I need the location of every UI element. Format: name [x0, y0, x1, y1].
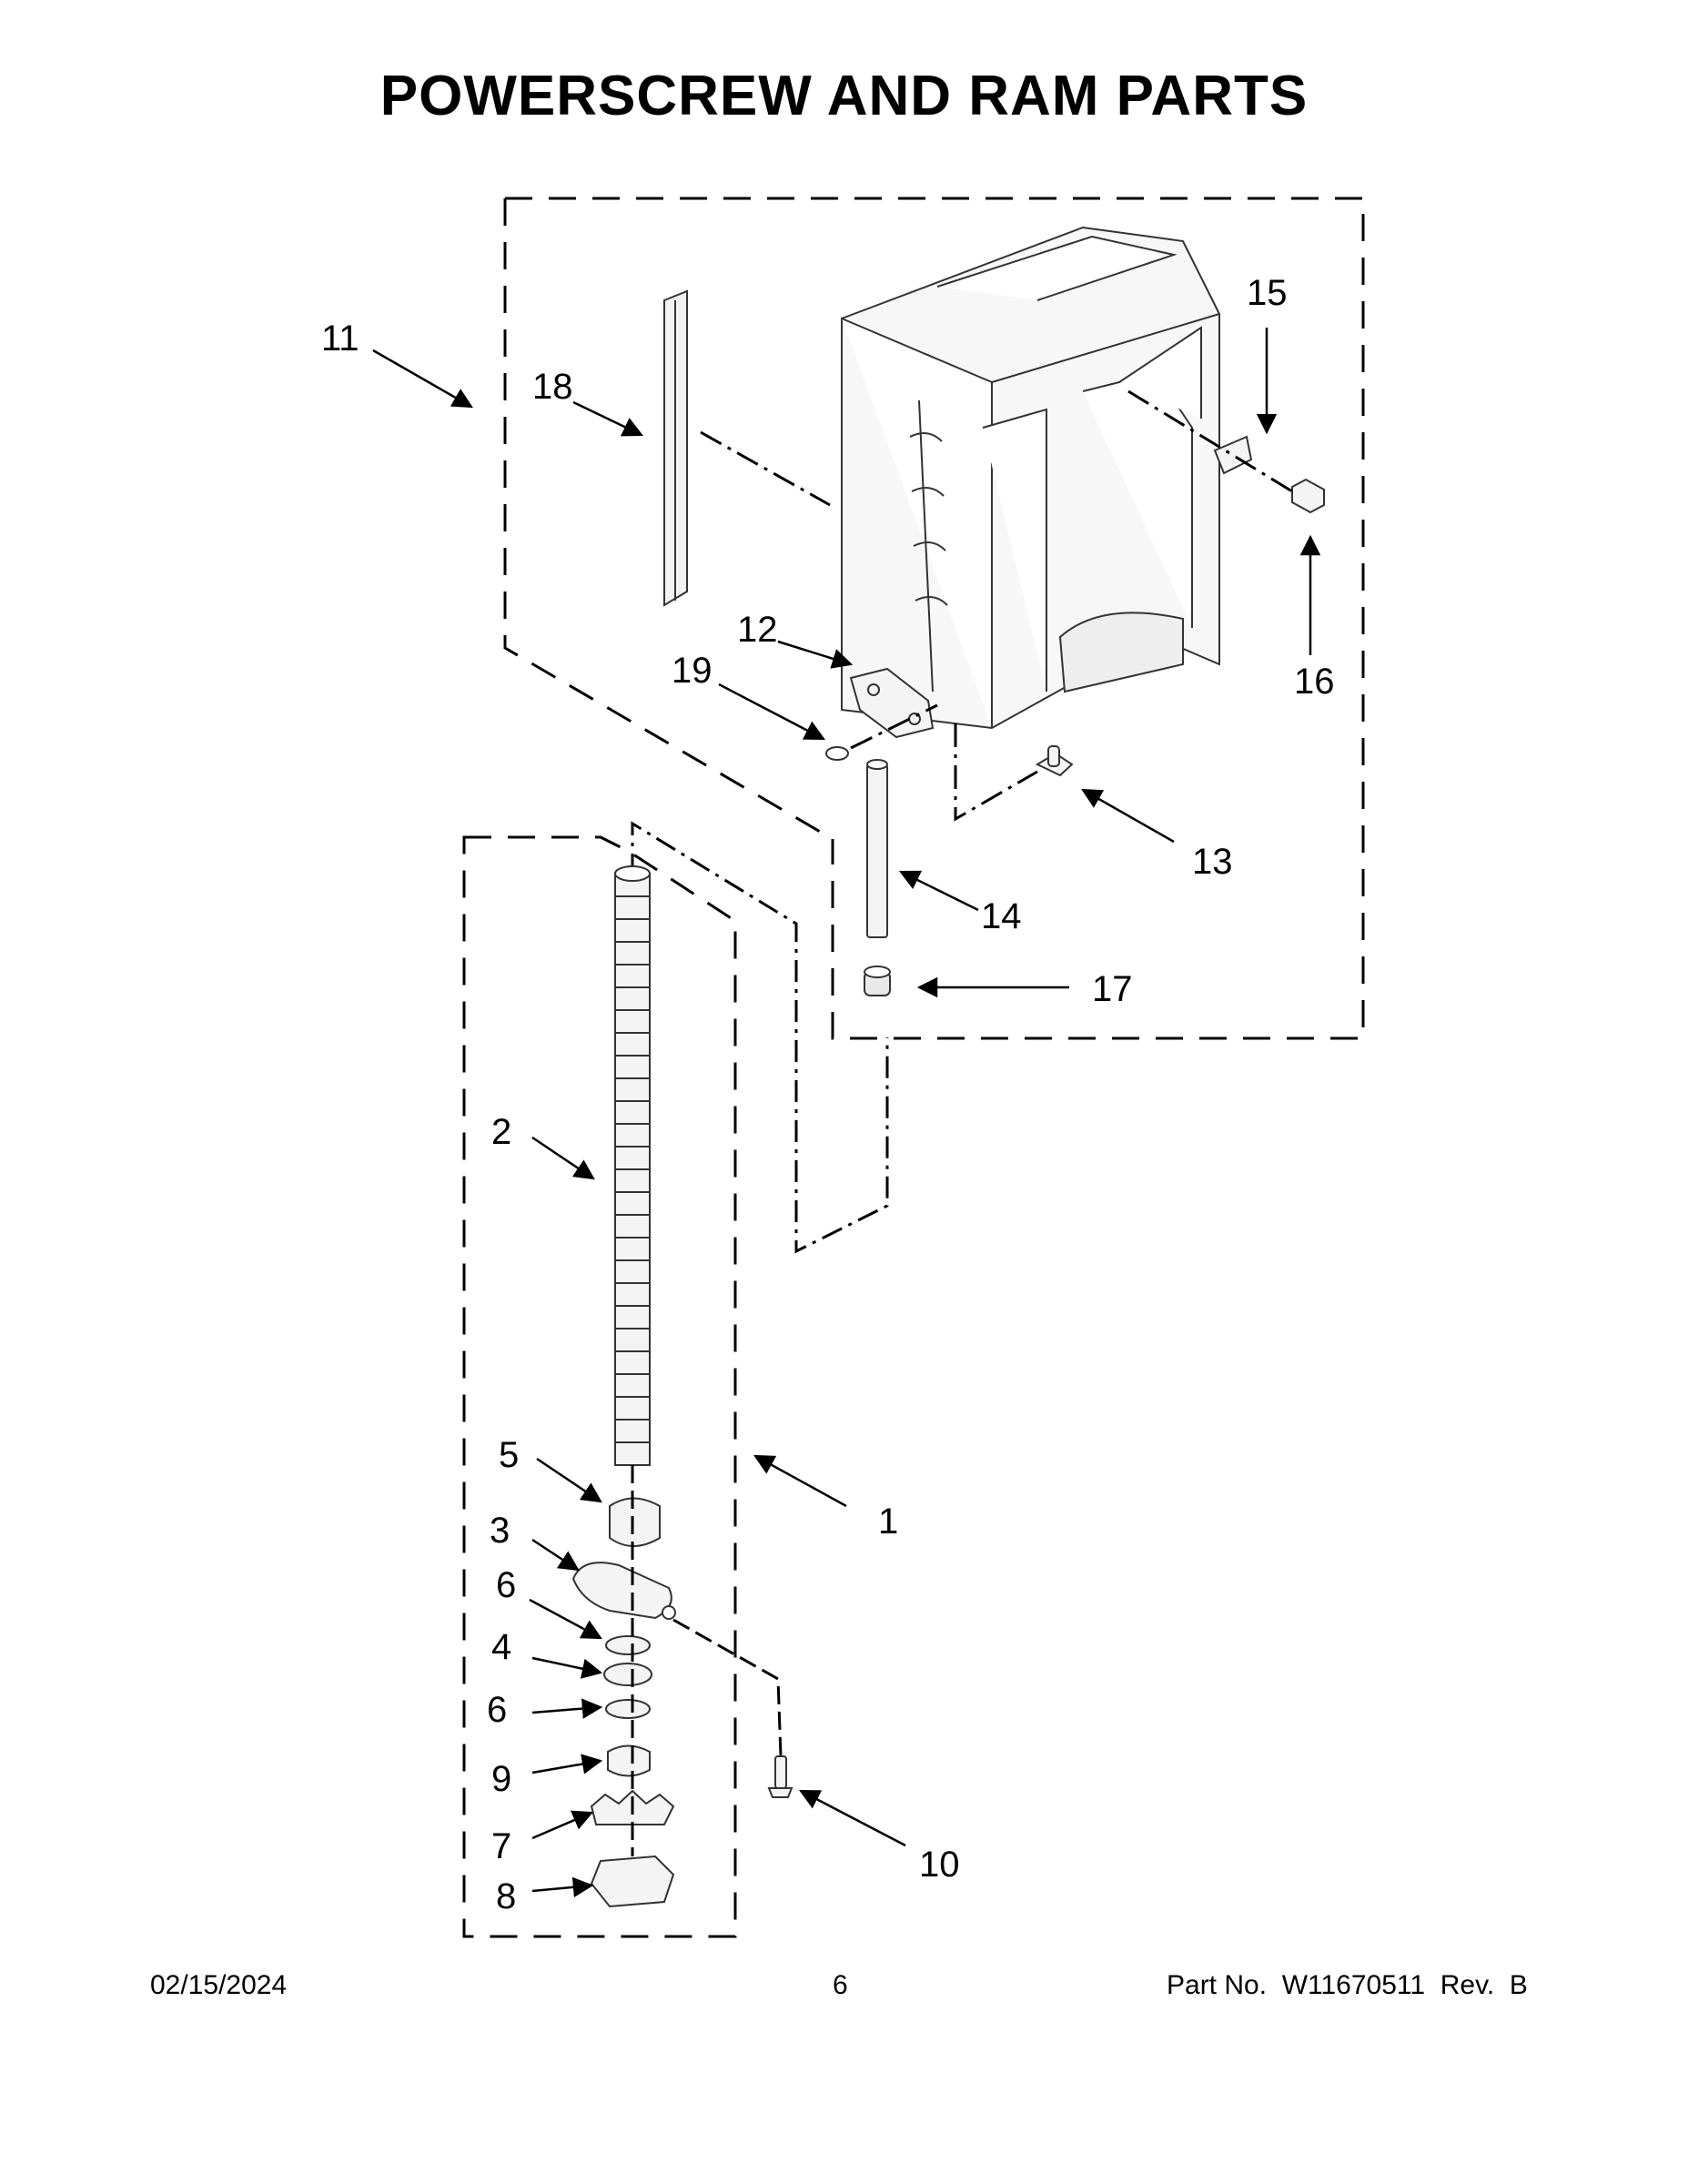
callout-6b: 6 — [487, 1690, 507, 1730]
rail-center-line — [700, 430, 831, 507]
callout-15: 15 — [1247, 273, 1288, 313]
callout-5: 5 — [499, 1435, 519, 1475]
callout-4: 4 — [491, 1627, 511, 1667]
callout-1: 1 — [878, 1502, 898, 1542]
footer-page-number: 6 — [833, 1970, 848, 2000]
ram-rod — [866, 759, 888, 938]
callout-3: 3 — [490, 1511, 510, 1551]
callout-8: 8 — [496, 1876, 516, 1916]
callout-7: 7 — [491, 1826, 511, 1866]
bushing — [864, 966, 891, 996]
tapping-screw — [767, 1755, 793, 1798]
powerscrew-assembly-boundary — [462, 835, 737, 1938]
callout-17: 17 — [1092, 969, 1133, 1009]
callout-10: 10 — [919, 1845, 960, 1885]
page-title: POWERSCREW AND RAM PARTS — [379, 65, 1309, 127]
mounting-clip — [1213, 435, 1253, 475]
callout-11: 11 — [321, 318, 359, 359]
callout-19: 19 — [672, 651, 713, 691]
callout-13: 13 — [1192, 842, 1233, 882]
callout-6a: 6 — [496, 1565, 516, 1605]
footer-date: 02/15/2024 — [150, 1970, 288, 2000]
footer-part-number: Part No. W11670511 Rev. B — [1167, 1970, 1528, 2000]
powerscrew — [614, 865, 651, 1466]
callout-9: 9 — [491, 1759, 511, 1799]
callout-14: 14 — [981, 896, 1022, 936]
coil-spring — [909, 399, 948, 693]
clip-ring — [825, 746, 849, 761]
callout-18: 18 — [532, 367, 573, 407]
ram-assembly-boundary — [503, 197, 1365, 1040]
guide-rail — [663, 289, 688, 607]
hex-screw — [1291, 478, 1325, 514]
hinge-bracket — [849, 667, 935, 739]
parts-stack — [571, 1497, 676, 1908]
callout-2: 2 — [491, 1112, 511, 1152]
connection-line — [631, 821, 889, 1254]
ram-housing — [841, 226, 1220, 730]
callout-16: 16 — [1294, 662, 1335, 702]
leader-lines — [372, 328, 1321, 1898]
callout-12: 12 — [737, 610, 778, 650]
shoulder-screw — [1035, 745, 1074, 777]
